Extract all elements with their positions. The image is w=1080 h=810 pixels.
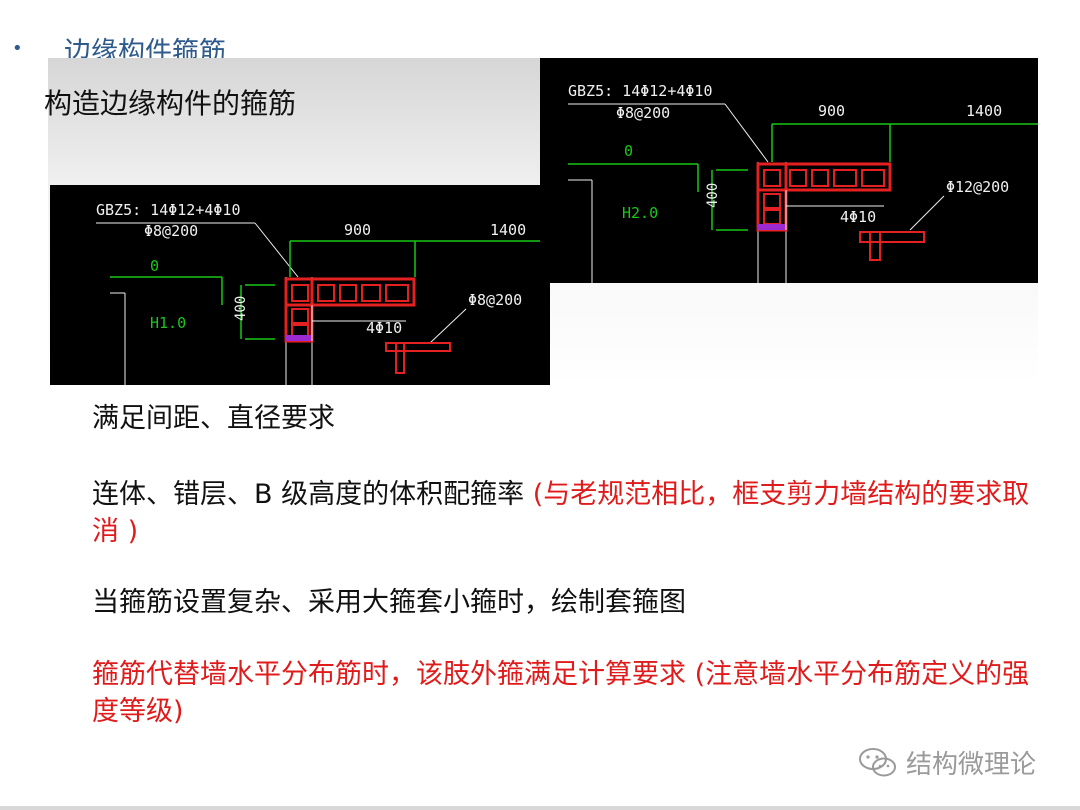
gbz-label: GBZ5: 14Φ12+4Φ10 <box>96 201 241 219</box>
dim-900: 900 <box>818 102 845 120</box>
gbz-label: GBZ5: 14Φ12+4Φ10 <box>568 82 713 100</box>
h-label: H2.0 <box>622 204 658 222</box>
cad-drawing-left: GBZ5: 14Φ12+4Φ10 Φ8@200 900 1400 400 0 H… <box>50 185 550 385</box>
cad-drawing-right: GBZ5: 14Φ12+4Φ10 Φ8@200 900 1400 400 0 H… <box>540 58 1038 283</box>
paragraph-stirrup-ratio-text: 连体、错层、B 级高度的体积配箍率 <box>92 479 533 510</box>
bottom-divider <box>0 806 1080 810</box>
watermark: 结构微理论 <box>858 744 1036 781</box>
paragraph-stirrup-ratio: 连体、错层、B 级高度的体积配箍率 (与老规范相比，框支剪力墙结构的要求取消 ) <box>92 476 1032 550</box>
bullet-marker: • <box>12 38 23 59</box>
stirrup-label: Φ8@200 <box>616 104 670 122</box>
watermark-text: 结构微理论 <box>906 750 1037 780</box>
paragraph-wall-stirrup: 箍筋代替墙水平分布筋时，该肢外箍满足计算要求 (注意墙水平分布筋定义的强度等级) <box>92 656 1032 730</box>
paragraph-spacing-text: 满足间距、直径要求 <box>92 403 335 434</box>
tie-label: Φ12@200 <box>946 178 1009 196</box>
dim-1400: 1400 <box>966 102 1002 120</box>
zero-label: 0 <box>624 142 633 160</box>
stirrup-label: Φ8@200 <box>144 222 198 240</box>
tie-label: Φ8@200 <box>468 291 522 309</box>
bar-label: 4Φ10 <box>366 319 402 337</box>
zero-label: 0 <box>150 257 159 275</box>
paragraph-wall-stirrup-text: 箍筋代替墙水平分布筋时，该肢外箍满足计算要求 (注意墙水平分布筋定义的强度等级) <box>92 659 1030 727</box>
wechat-icon <box>858 746 898 780</box>
slide-subheading: 构造边缘构件的箍筋 <box>44 87 297 120</box>
dim-1400: 1400 <box>490 221 526 239</box>
bar-label: 4Φ10 <box>840 208 876 226</box>
paragraph-stirrup-ratio-note: (与老规范相比，框支剪力墙结构的要求取消 ) <box>92 479 1030 547</box>
dim-400: 400 <box>233 296 249 321</box>
paragraph-nested-stirrup-text: 当箍筋设置复杂、采用大箍套小箍时，绘制套箍图 <box>92 587 686 618</box>
dim-900: 900 <box>344 221 371 239</box>
h-label: H1.0 <box>150 314 186 332</box>
paragraph-spacing: 满足间距、直径要求 <box>92 400 1032 437</box>
dim-400: 400 <box>705 183 721 208</box>
paragraph-nested-stirrup: 当箍筋设置复杂、采用大箍套小箍时，绘制套箍图 <box>92 584 1032 621</box>
